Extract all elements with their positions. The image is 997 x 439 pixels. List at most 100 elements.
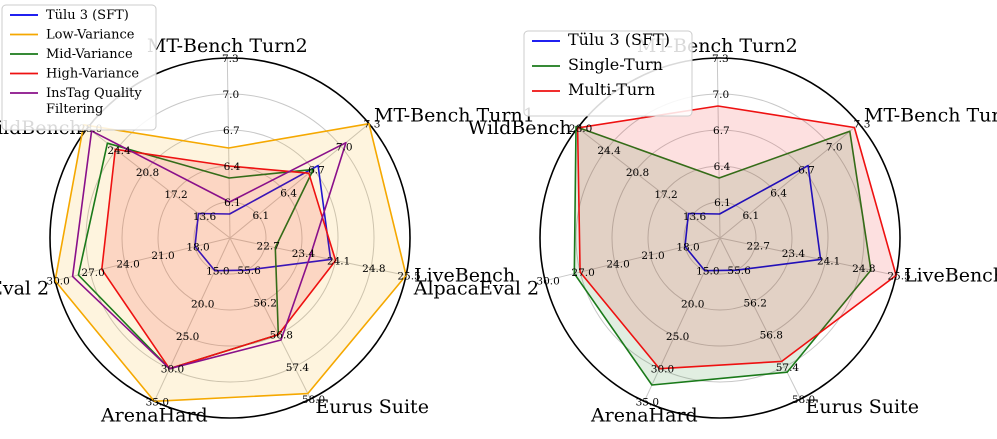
tick-label: 7.0 <box>712 89 729 101</box>
tick-label: 6.4 <box>224 161 241 173</box>
tick-label: 56.2 <box>254 297 277 309</box>
tick-label: 15.0 <box>696 266 719 278</box>
tick-label: 20.0 <box>191 298 214 310</box>
tick-label: 25.0 <box>176 331 199 343</box>
series-t-lu-3-sft <box>684 164 822 272</box>
tick-label: 27.0 <box>571 267 594 279</box>
outer-circle <box>49 57 411 419</box>
tick-label: 23.4 <box>782 248 806 260</box>
tick-label: 7.3 <box>222 53 239 65</box>
axis-label-alpacaeval-2: AlpacaEval 2 <box>0 278 49 300</box>
tick-label: 7.0 <box>336 142 353 154</box>
grid-circle <box>647 165 793 311</box>
tick-label: 22.7 <box>747 240 770 252</box>
tick-label: 24.8 <box>852 263 875 275</box>
axis-label-eurus-suite: Eurus Suite <box>316 396 429 418</box>
grid-circle <box>575 93 865 383</box>
tick-label: 56.8 <box>760 330 783 342</box>
tick-label: 6.4 <box>280 187 297 199</box>
tick-label: 7.3 <box>854 119 871 131</box>
tick-label: 25.5 <box>397 270 420 282</box>
tick-label: 7.3 <box>712 53 729 65</box>
grid-spoke <box>577 127 721 239</box>
tick-label: 6.1 <box>742 210 759 222</box>
tick-label: 58.0 <box>792 394 815 406</box>
grid-spoke <box>55 237 231 282</box>
tick-label: 6.1 <box>252 210 269 222</box>
tick-label: 24.8 <box>362 263 385 275</box>
tick-label: 30.0 <box>46 276 69 288</box>
axis-label-mt-bench-turn1: MT-Bench Turn1 <box>864 105 997 127</box>
grid-circle <box>121 129 339 347</box>
tick-label: 17.2 <box>654 189 677 201</box>
tick-label: 6.4 <box>770 187 787 199</box>
grid-circle <box>611 129 829 347</box>
tick-label: 28.0 <box>569 123 592 135</box>
tick-label: 24.1 <box>817 255 840 267</box>
legend-entry-high-variance: High-Variance <box>46 67 139 82</box>
tick-label: 20.0 <box>681 298 704 310</box>
tick-label: 23.4 <box>292 248 316 260</box>
tick-label: 25.0 <box>666 331 689 343</box>
legend-entry-single-turn: Single-Turn <box>568 55 663 74</box>
grid-spoke <box>719 123 860 239</box>
series-instag-quality-filtering <box>71 130 347 370</box>
series-low-variance <box>54 122 407 403</box>
legend-entry-instag-quality-filtering: InsTag Quality <box>46 86 142 101</box>
tick-label: 24.0 <box>606 259 629 271</box>
grid-spoke <box>229 237 407 276</box>
grid-spoke <box>643 237 721 402</box>
tick-label: 7.0 <box>826 142 843 154</box>
grid-spoke <box>153 237 231 402</box>
tick-label: 18.0 <box>186 242 209 254</box>
grid-spoke <box>229 237 311 400</box>
tick-label: 55.6 <box>727 265 751 277</box>
tick-label: 24.0 <box>116 259 139 271</box>
grid-spoke <box>719 237 897 276</box>
axis-label-arenahard: ArenaHard <box>590 404 698 426</box>
axis-label-livebench: LiveBench <box>904 264 997 286</box>
grid-circle <box>683 201 757 275</box>
axis-label-alpacaeval-2: AlpacaEval 2 <box>413 278 539 300</box>
tick-label: 6.1 <box>714 197 731 209</box>
tick-label: 58.0 <box>302 394 325 406</box>
tick-label: 6.7 <box>713 125 730 137</box>
tick-label: 35.0 <box>636 396 659 408</box>
tick-label: 30.0 <box>161 364 184 376</box>
tick-label: 6.7 <box>798 164 815 176</box>
tick-label: 27.0 <box>81 267 104 279</box>
legend-box <box>1 4 157 131</box>
tick-label: 13.6 <box>683 211 707 223</box>
tick-label: 20.8 <box>626 167 649 179</box>
axis-label-mt-bench-turn1: MT-Bench Turn1 <box>374 105 535 127</box>
tick-label: 6.7 <box>223 125 240 137</box>
radar-chart-right: 22.723.424.124.825.56.16.46.77.07.36.16.… <box>413 30 997 426</box>
legend-box <box>523 30 693 117</box>
radar-chart-left: 22.723.424.124.825.56.16.46.77.07.36.16.… <box>0 4 535 426</box>
legend: Tülu 3 (SFT)Low-VarianceMid-VarianceHigh… <box>1 4 157 131</box>
tick-label: 22.7 <box>257 240 280 252</box>
tick-label: 24.4 <box>107 145 131 157</box>
tick-label: 57.4 <box>286 362 310 374</box>
tick-label: 56.8 <box>270 330 293 342</box>
tick-label: 57.4 <box>776 362 800 374</box>
tick-label: 30.0 <box>651 364 674 376</box>
tick-label: 21.0 <box>641 250 664 262</box>
axis-label-mt-bench-turn2: MT-Bench Turn2 <box>147 35 308 57</box>
tick-label: 18.0 <box>676 242 699 254</box>
tick-label: 24.4 <box>597 145 621 157</box>
tick-label: 17.2 <box>164 189 187 201</box>
axis-label-eurus-suite: Eurus Suite <box>806 396 919 418</box>
legend-entry-multi-turn: Multi-Turn <box>568 80 655 99</box>
tick-label: 15.0 <box>206 266 229 278</box>
grid-spoke <box>716 58 721 239</box>
legend-entry-t-lu-3-sft: Tülu 3 (SFT) <box>568 30 670 49</box>
tick-label: 7.3 <box>364 119 381 131</box>
tick-label: 55.6 <box>237 265 261 277</box>
series-t-lu-3-sft <box>194 164 332 272</box>
tick-label: 24.1 <box>327 255 350 267</box>
tick-label: 6.7 <box>308 164 325 176</box>
